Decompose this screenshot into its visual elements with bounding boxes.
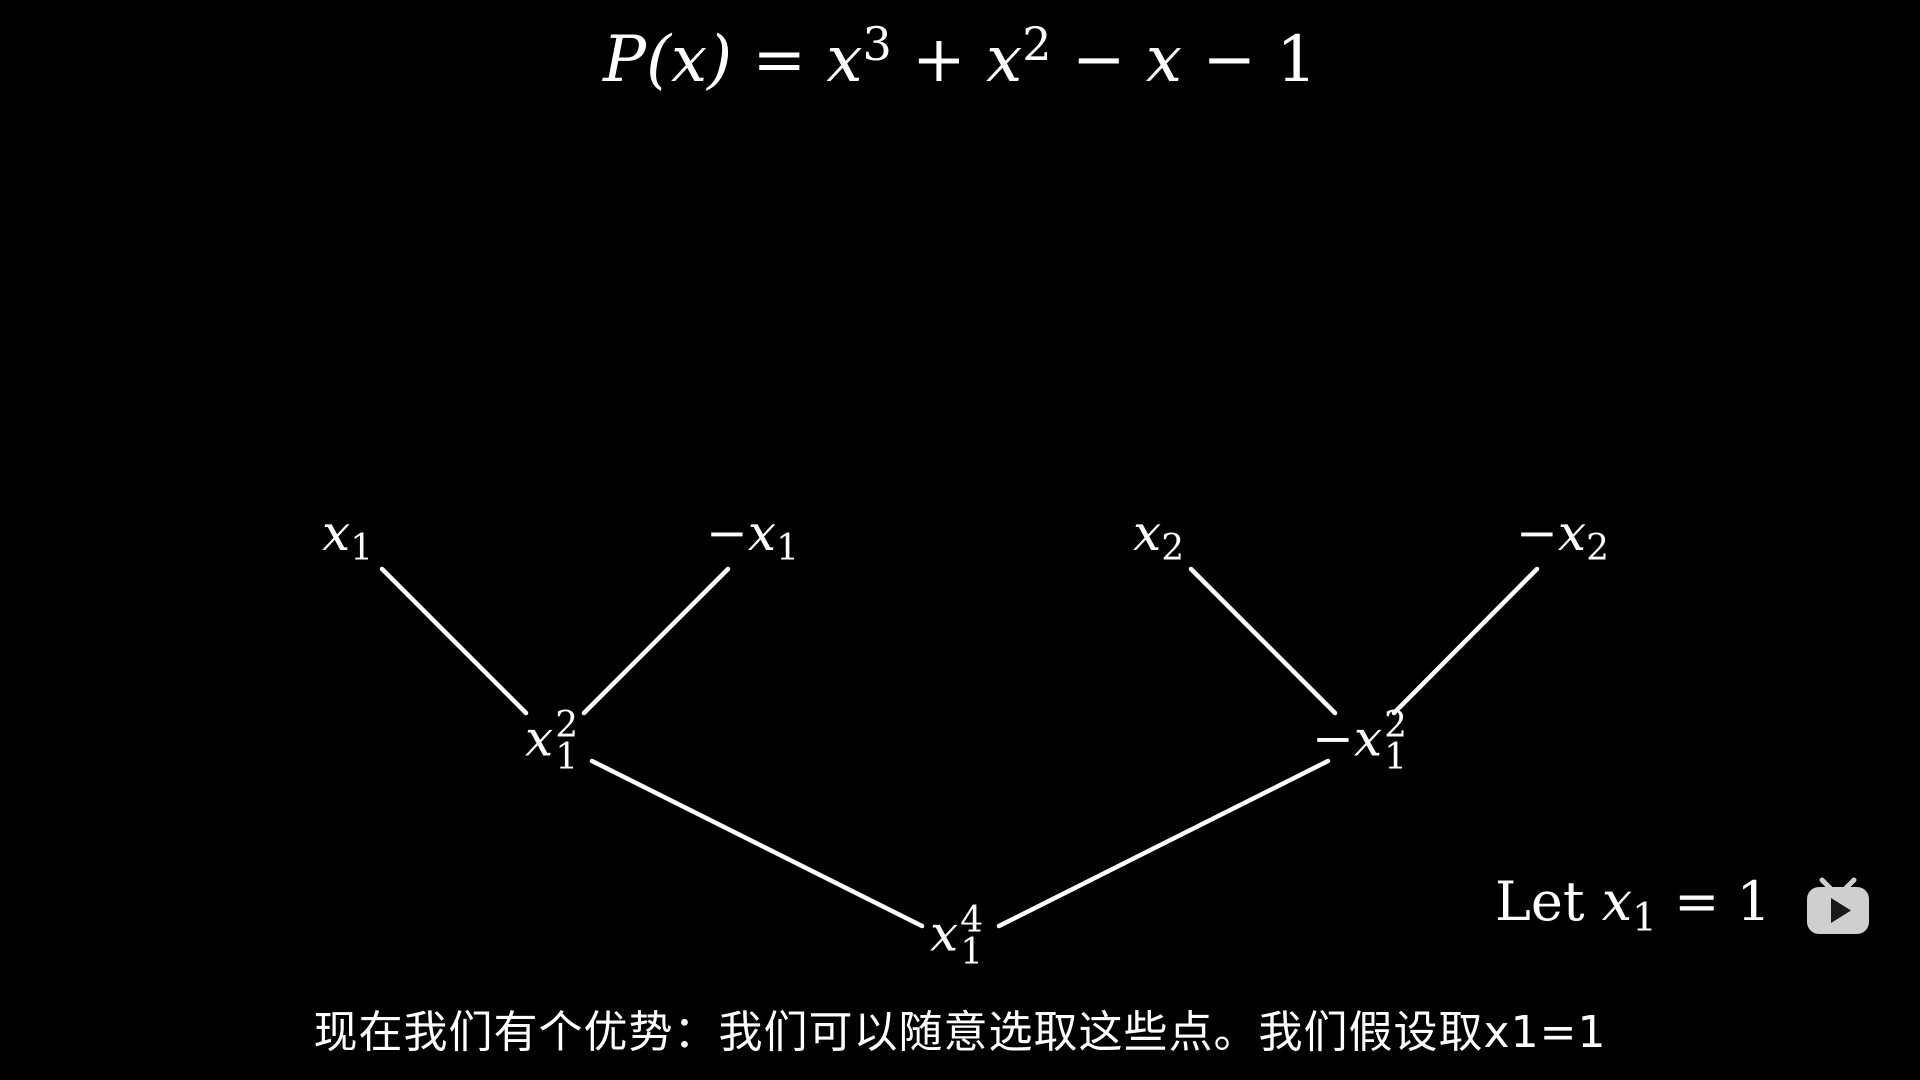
tree-node-neg-x2: −x2 [1516,508,1609,567]
node-sign: − [1516,504,1558,562]
play-triangle [1831,898,1851,923]
bilibili-play-icon[interactable] [1805,876,1871,936]
equation-plus: + [912,23,966,97]
node-sign: − [706,504,748,562]
tree-node-neg-x1: −x1 [706,508,799,567]
node-subscript: 2 [1161,528,1185,570]
term-x-squared-exponent: 2 [1022,17,1052,72]
node-base: x [525,709,554,768]
term-x: x [1145,23,1182,97]
tree-node-x1: x1 [322,508,373,567]
node-subscript: 1 [555,737,579,779]
edge-negx1-to-x1sq [581,566,731,716]
node-subscript: 1 [776,528,800,570]
equation-minus-1: − [1071,23,1126,97]
equation-lhs: P(x) [603,23,733,97]
let-x1-annotation: Let x1 = 1 [1495,875,1771,938]
node-base: x [747,504,777,562]
subtitle-caption: 现在我们有个优势：我们可以随意选取这些点。我们假设取x1=1 [313,1007,1607,1058]
node-base: x [930,904,959,963]
term-x-squared-base: x [986,23,1023,97]
let-word: Let [1495,870,1585,933]
node-base: x [1133,504,1162,562]
annotation-var-subscript: 1 [1632,895,1657,941]
annotation-var-base: x [1601,870,1633,933]
node-superscript: 2 [1384,705,1408,746]
term-x-cubed-exponent: 3 [862,17,892,72]
tree-node-x2: x2 [1133,508,1184,567]
polynomial-equation: P(x) = x3 + x2 − x − 1 [0,21,1920,92]
equation-minus-2: − [1202,23,1256,97]
node-base: x [1557,504,1587,562]
edge-x1sq-to-x1four [589,758,925,929]
node-subscript: 1 [1384,737,1408,779]
node-base: x [322,504,351,562]
term-x-cubed-base: x [826,23,863,97]
edge-negx1sq-to-x1four [996,758,1331,929]
edge-x1-to-x1sq [379,566,529,716]
antenna-left [1819,877,1833,891]
node-base: x [1353,709,1383,768]
annotation-equals: = [1674,870,1720,933]
node-subscript: 1 [350,528,374,570]
node-superscript: 2 [555,705,579,746]
antenna-right [1843,877,1857,891]
node-superscript: 4 [960,900,984,941]
annotation-value: 1 [1736,870,1771,933]
edge-x2-to-negx1sq [1188,566,1338,716]
node-subscript: 2 [1586,528,1610,570]
equation-equals: = [752,23,807,97]
equation-constant: 1 [1276,23,1317,97]
edge-negx2-to-negx1sq [1391,566,1540,716]
node-sign: − [1312,709,1354,768]
node-subscript: 1 [960,932,984,974]
